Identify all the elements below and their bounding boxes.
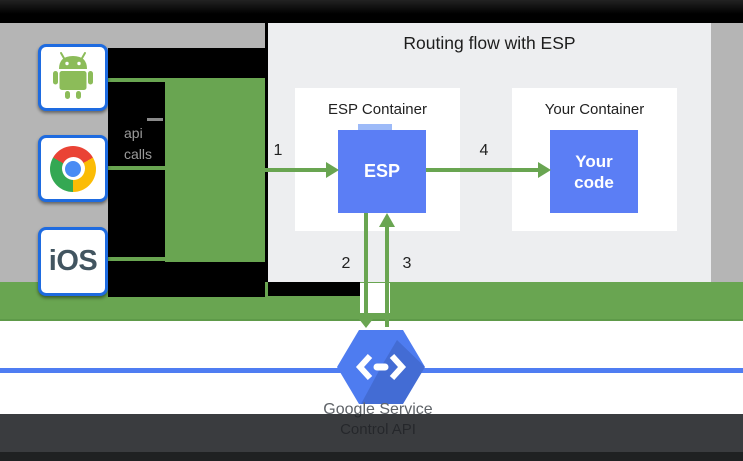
right-gray-strip — [711, 23, 743, 282]
step-4-label: 4 — [479, 142, 489, 159]
bottom-dark-band — [0, 414, 743, 461]
step-3-label: 3 — [402, 255, 412, 272]
api-calls-line1: api — [124, 125, 143, 141]
your-code-line1: Your — [575, 151, 613, 171]
android-client-box — [38, 44, 108, 111]
esp-node-label: ESP — [363, 161, 401, 181]
your-code-line2: code — [574, 172, 614, 192]
ios-label: iOS — [48, 245, 98, 277]
android-connector-line — [107, 78, 165, 82]
arrow-1-line — [262, 168, 326, 172]
black-rect-top — [108, 48, 265, 78]
cloud-endpoints-hexagon-icon — [337, 330, 425, 404]
arrow-4-head-icon — [538, 162, 551, 178]
bottom-darker-strip — [0, 452, 743, 461]
step-2-label: 2 — [341, 255, 351, 272]
arrow-3-line — [385, 227, 389, 327]
your-code-node: Your code — [550, 130, 638, 213]
esp-node: ESP — [338, 130, 426, 213]
ios-connector-line — [108, 257, 165, 261]
service-label-line1: Google Service — [323, 401, 433, 418]
black-rect-bottom-left — [165, 262, 265, 297]
your-container-label: Your Container — [544, 101, 645, 118]
chrome-browser-icon — [50, 145, 96, 192]
arrow-4-line — [426, 168, 538, 172]
arrow-1-head-icon — [326, 162, 339, 178]
step-1-label: 1 — [273, 142, 283, 159]
arrow-2-line — [364, 213, 368, 320]
api-calls-fragment-dash — [147, 118, 163, 121]
chrome-client-box — [38, 135, 108, 202]
esp-box-top-notch — [358, 124, 392, 130]
arrow-2-head-icon — [359, 319, 373, 328]
arrow-3-head-icon — [379, 213, 395, 227]
android-robot-icon — [51, 50, 95, 105]
black-rect-column — [108, 82, 165, 297]
api-calls-line2: calls — [124, 146, 153, 162]
panel-title: Routing flow with ESP — [403, 33, 576, 53]
black-rect-bottom-mid — [268, 282, 360, 296]
esp-container-label: ESP Container — [328, 101, 427, 118]
ios-client-box: iOS — [38, 227, 108, 296]
top-black-band — [0, 0, 743, 23]
green-vertical-bar — [165, 78, 265, 262]
chrome-connector-line — [108, 166, 165, 170]
